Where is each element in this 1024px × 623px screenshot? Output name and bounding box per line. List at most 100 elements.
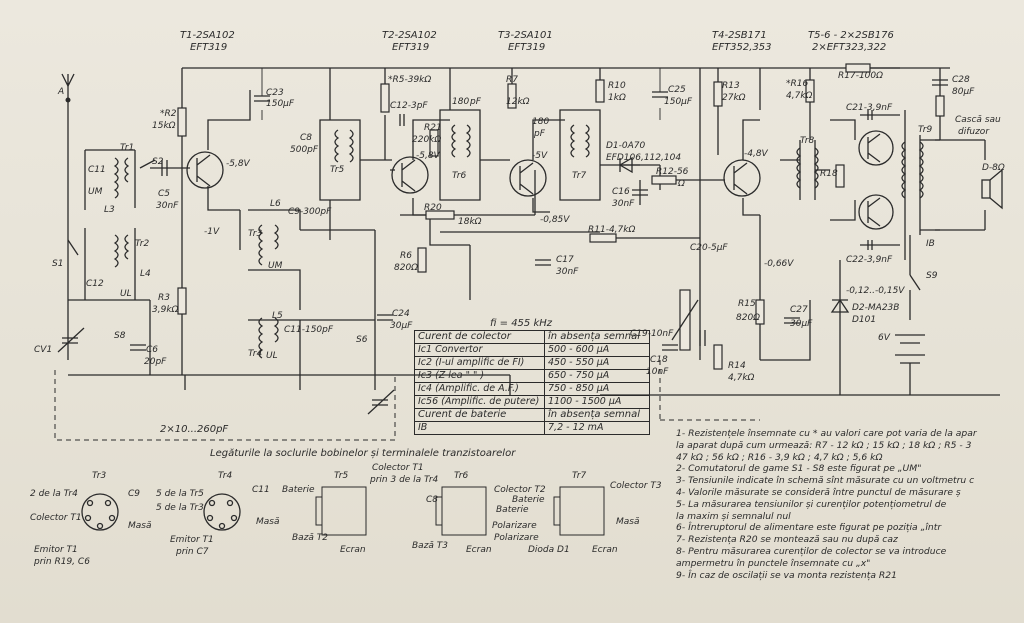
- coil-tr1: [113, 157, 130, 199]
- label-tr2: Tr2: [135, 239, 149, 249]
- label-r16: *R16: [786, 79, 808, 89]
- label-t56b: 2×EFT323,322: [812, 42, 886, 53]
- label-r11: R11-4,7kΩ: [588, 225, 635, 235]
- label-r17: R17-100Ω: [838, 71, 883, 81]
- socket-tr7-b: Baterie: [512, 495, 545, 505]
- resistor-r13: [713, 81, 723, 107]
- capacitor-c23: [254, 95, 270, 102]
- label-v5: -5V: [532, 151, 548, 161]
- label-tr6: Tr6: [452, 171, 466, 181]
- socket-tr3: [81, 493, 119, 531]
- table-row: Ic4 (Amplific. de A.F.)750 - 850 μA: [414, 382, 650, 396]
- label-r7v: 12kΩ: [506, 97, 530, 107]
- label-c17v: 30nF: [556, 267, 579, 277]
- capacitor-c17: [535, 259, 551, 266]
- label-c24v: 30μF: [390, 321, 413, 331]
- label-s8: S8: [114, 331, 126, 341]
- capacitor-c6: [130, 344, 146, 351]
- table-cell-value: 750 - 850 μA: [544, 382, 650, 396]
- resistor-r17: [845, 63, 871, 73]
- label-c5v: 30nF: [156, 201, 179, 211]
- note-line: 7- Rezistența R20 se montează sau nu dup…: [676, 534, 898, 546]
- table-header-1-value: în absența semnal: [544, 330, 650, 344]
- label-t3b: EFT319: [508, 42, 545, 53]
- label-l3: L3: [104, 205, 115, 215]
- label-r12v: Ω: [677, 179, 685, 189]
- diode-d1: [618, 156, 633, 174]
- variable-capacitor-cv2: [367, 389, 395, 415]
- label-r10: R10: [608, 81, 626, 91]
- note-line: ampermetru în punctele însemnate cu „x": [676, 557, 871, 569]
- socket-tr3-a: 2 de la Tr4: [30, 489, 78, 499]
- label-r7: R7: [506, 75, 518, 85]
- agc-line: [400, 170, 600, 233]
- label-ul-2: UL: [266, 351, 278, 361]
- note-line: 9- În caz de oscilații se va monta rezis…: [676, 569, 897, 581]
- label-c180d: pF: [533, 129, 546, 139]
- label-r3v: 3,9kΩ: [152, 305, 179, 315]
- capacitor-c25: [652, 91, 668, 98]
- label-c24: C24: [392, 309, 410, 319]
- label-s9: S9: [926, 271, 938, 281]
- label-t1b: EFT319: [190, 42, 227, 53]
- coil-tr9: [901, 141, 924, 199]
- label-r6: R6: [400, 251, 412, 261]
- label-c20: C20-5μF: [690, 243, 728, 253]
- coil-tr6: [451, 124, 471, 158]
- socket-tr6-c: C8: [426, 495, 438, 505]
- label-v6: 6V: [878, 333, 891, 343]
- coil-tr5: [334, 129, 354, 163]
- table-header-row-2: Curent de baterie în absența semnal: [414, 408, 650, 422]
- label-c180a: 180: [452, 97, 469, 107]
- table-row: Ic2 (I-ul amplific de FI)450 - 550 μA: [414, 356, 650, 370]
- coil-tr7: [570, 124, 590, 158]
- label-r12: R12-56: [656, 167, 689, 177]
- note-line: 5- La măsurarea tensiunilor și curențilo…: [676, 498, 947, 510]
- label-c8: C8: [300, 133, 312, 143]
- label-c28v: 80μF: [952, 87, 975, 97]
- note-line: 1- Rezistențele însemnate cu * au valori…: [676, 428, 977, 439]
- label-c18: C18: [650, 355, 668, 365]
- table-header-2-value: în absența semnal: [544, 408, 650, 422]
- resistor-r15: [755, 299, 765, 325]
- coil-tr2: [113, 234, 130, 268]
- converter-wiring: [150, 68, 251, 375]
- table-row: Ic56 (Amplific. de putere)1100 - 1500 μA: [414, 395, 650, 409]
- switch-s1: [67, 239, 79, 256]
- note-line: 8- Pentru măsurarea curenților de colect…: [676, 545, 947, 557]
- table-cell-value: 500 - 600 μA: [544, 343, 650, 357]
- label-t4: T4-2SB171: [712, 30, 767, 41]
- table-cell-value: 7,2 - 12 mA: [544, 421, 650, 435]
- label-r3: R3: [158, 293, 170, 303]
- socket-tr4-a: 5 de la Tr5: [156, 489, 204, 499]
- socket-tr5-d: Bază T2: [292, 533, 328, 543]
- label-antenna: A: [57, 87, 64, 97]
- label-r2: *R2: [160, 109, 177, 119]
- note-line: 4- Valorile măsurate se consideră între …: [676, 486, 961, 498]
- label-c180b: pF: [469, 97, 482, 107]
- capacitor-c12: [399, 114, 405, 126]
- label-r2v: 15kΩ: [152, 121, 176, 131]
- label-c23v: 150μF: [266, 99, 295, 109]
- notes-block: 1- Rezistențele însemnate cu * au valori…: [676, 428, 1024, 581]
- label-d1: D1-0A70: [606, 141, 646, 151]
- volume-wiper: [671, 299, 699, 341]
- resistor-r2: [177, 107, 187, 137]
- speaker-wiring: [935, 139, 986, 231]
- socket-tr4-b: 5 de la Tr3: [156, 503, 204, 513]
- label-r16v: 4,7kΩ: [786, 91, 813, 101]
- note-line: la maxim și semnalul nul: [676, 510, 791, 522]
- label-v066: -0,66V: [764, 259, 794, 269]
- label-tr4: Tr4: [248, 349, 262, 359]
- label-r13: R13: [722, 81, 740, 91]
- table-cell-key: Ic56 (Amplific. de putere): [414, 395, 545, 409]
- table-cell-key: IB: [414, 421, 545, 435]
- capacitor-c28: [932, 79, 948, 86]
- socket-tr5-b: prin 3 de la Tr4: [369, 475, 439, 485]
- label-t4b: EFT352,353: [712, 42, 772, 53]
- resistor-r14: [713, 344, 723, 370]
- antenna-terminal: [65, 97, 71, 103]
- label-c12b: C12: [86, 279, 104, 289]
- if1-wiring: [319, 68, 392, 240]
